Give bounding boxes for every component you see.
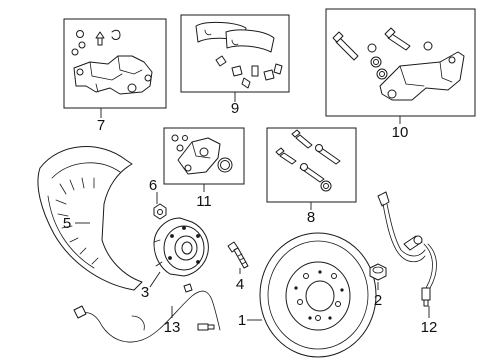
callout-2: 2 xyxy=(374,292,382,309)
callout-12: 12 xyxy=(421,319,438,336)
brake-hose xyxy=(377,191,437,307)
bracket-bolts xyxy=(332,27,433,80)
callout-1: 1 xyxy=(238,312,246,329)
callout-labels: 7 9 10 11 8 5 6 3 4 1 2 12 13 xyxy=(63,100,438,336)
part-group-caliper-bracket xyxy=(325,8,476,117)
guide-pin-set xyxy=(275,129,341,192)
part-group-caliper-motor xyxy=(163,127,245,185)
part-group-guide-pins xyxy=(266,127,357,203)
hub-nut xyxy=(153,203,167,220)
callout-3: 3 xyxy=(141,284,149,301)
callout-9: 9 xyxy=(231,100,239,117)
brake-caliper xyxy=(73,55,153,95)
caliper-motor-body xyxy=(177,137,233,175)
part-group-caliper-assembly xyxy=(63,18,167,109)
callout-10: 10 xyxy=(392,124,409,141)
callout-13: 13 xyxy=(164,319,181,336)
callout-5: 5 xyxy=(63,215,71,232)
leader-lines xyxy=(75,92,430,321)
brake-pad-set xyxy=(195,21,275,53)
callout-11: 11 xyxy=(196,193,212,210)
dust-shield xyxy=(37,146,143,291)
brake-rotor xyxy=(259,232,377,358)
guide-pins-box xyxy=(266,127,357,203)
callout-8: 8 xyxy=(307,209,315,226)
pad-clips xyxy=(215,55,283,89)
callout-7: 7 xyxy=(97,117,105,134)
rotor-retaining-screw xyxy=(369,263,387,281)
part-group-brake-pads xyxy=(180,14,290,93)
hub-and-bearing xyxy=(153,217,209,277)
callout-6: 6 xyxy=(149,177,157,194)
wheel-bolt xyxy=(227,241,249,269)
caliper-bracket xyxy=(379,51,465,101)
callout-4: 4 xyxy=(236,276,244,293)
caliper-bracket-box xyxy=(325,8,476,117)
caliper-small-hardware xyxy=(71,29,121,56)
caliper-assembly-box xyxy=(63,18,167,109)
caliper-motor-hardware xyxy=(171,134,188,152)
brake-wear-sensor xyxy=(73,283,221,343)
